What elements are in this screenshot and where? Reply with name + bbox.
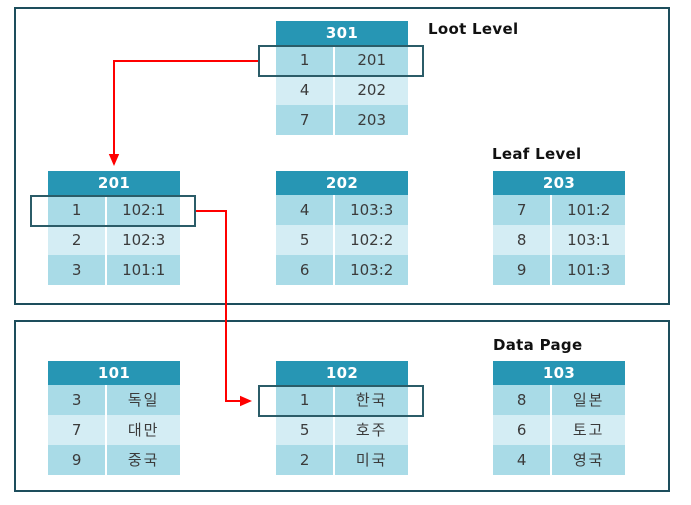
node-101-row-0[interactable]: 3 독일 — [48, 385, 180, 415]
node-103-row-0[interactable]: 8 일본 — [493, 385, 625, 415]
node-201-row-0-key: 1 — [48, 195, 108, 225]
node-201-header: 201 — [48, 171, 180, 195]
index-panel — [14, 7, 670, 305]
node-203-row-1[interactable]: 8 103:1 — [493, 225, 625, 255]
node-202-row-0[interactable]: 4 103:3 — [276, 195, 408, 225]
node-101-row-0-value: 독일 — [127, 391, 160, 409]
node-202-row-0-value: 103:3 — [350, 201, 394, 219]
node-201-row-0[interactable]: 1 102:1 — [48, 195, 180, 225]
node-101-header: 101 — [48, 361, 180, 385]
node-202-row-2-key: 6 — [276, 255, 336, 285]
node-301-row-0[interactable]: 1 201 — [276, 45, 408, 75]
node-203-row-1-key: 8 — [493, 225, 553, 255]
node-202-row-0-key: 4 — [276, 195, 336, 225]
node-201-row-2-value: 101:1 — [122, 261, 166, 279]
node-101-row-2-value: 중국 — [127, 451, 160, 469]
node-103-row-1-value: 토고 — [572, 421, 605, 439]
node-103-row-2-key: 4 — [493, 445, 553, 475]
node-202-row-2[interactable]: 6 103:2 — [276, 255, 408, 285]
node-101-row-2-key: 9 — [48, 445, 108, 475]
node-101-row-1-key: 7 — [48, 415, 108, 445]
node-202-row-1-value: 102:2 — [350, 231, 394, 249]
data-page-label: Data Page — [493, 336, 583, 354]
node-202-row-1-key: 5 — [276, 225, 336, 255]
node-203-row-0[interactable]: 7 101:2 — [493, 195, 625, 225]
node-103-row-0-value: 일본 — [572, 391, 605, 409]
node-201[interactable]: 201 1 102:1 2 102:3 3 101:1 — [48, 171, 180, 285]
node-203-header: 203 — [493, 171, 625, 195]
node-201-row-1-key: 2 — [48, 225, 108, 255]
node-301-row-2[interactable]: 7 203 — [276, 105, 408, 135]
node-301-header: 301 — [276, 21, 408, 45]
node-103-row-1-key: 6 — [493, 415, 553, 445]
node-101-row-1[interactable]: 7 대만 — [48, 415, 180, 445]
node-201-row-2-key: 3 — [48, 255, 108, 285]
node-102-header: 102 — [276, 361, 408, 385]
node-102-row-1[interactable]: 5 호주 — [276, 415, 408, 445]
node-301-row-0-key: 1 — [276, 45, 336, 75]
node-301-row-1[interactable]: 4 202 — [276, 75, 408, 105]
node-103-row-1[interactable]: 6 토고 — [493, 415, 625, 445]
node-203-row-2-key: 9 — [493, 255, 553, 285]
node-202-header: 202 — [276, 171, 408, 195]
node-203-row-0-key: 7 — [493, 195, 553, 225]
node-301-row-1-value: 202 — [357, 81, 386, 99]
node-203-row-2[interactable]: 9 101:3 — [493, 255, 625, 285]
node-201-row-2[interactable]: 3 101:1 — [48, 255, 180, 285]
node-103[interactable]: 103 8 일본 6 토고 4 영국 — [493, 361, 625, 475]
node-102-row-2-key: 2 — [276, 445, 336, 475]
node-203-row-0-value: 101:2 — [567, 201, 611, 219]
node-102-row-0[interactable]: 1 한국 — [276, 385, 408, 415]
node-301-row-1-key: 4 — [276, 75, 336, 105]
node-103-row-2[interactable]: 4 영국 — [493, 445, 625, 475]
node-301-row-2-key: 7 — [276, 105, 336, 135]
node-301[interactable]: 301 1 201 4 202 7 203 — [276, 21, 408, 135]
data-panel — [14, 320, 670, 492]
node-101-row-2[interactable]: 9 중국 — [48, 445, 180, 475]
node-103-row-2-value: 영국 — [572, 451, 605, 469]
node-201-row-1[interactable]: 2 102:3 — [48, 225, 180, 255]
node-201-row-0-value: 102:1 — [122, 201, 166, 219]
node-301-row-2-value: 203 — [357, 111, 386, 129]
node-101-row-1-value: 대만 — [127, 421, 160, 439]
node-103-header: 103 — [493, 361, 625, 385]
node-102-row-1-value: 호주 — [355, 421, 388, 439]
node-202[interactable]: 202 4 103:3 5 102:2 6 103:2 — [276, 171, 408, 285]
node-301-row-0-value: 201 — [357, 51, 386, 69]
node-102-row-0-value: 한국 — [355, 391, 388, 409]
node-203-row-2-value: 101:3 — [567, 261, 611, 279]
node-201-row-1-value: 102:3 — [122, 231, 166, 249]
node-102-row-2-value: 미국 — [355, 451, 388, 469]
node-103-row-0-key: 8 — [493, 385, 553, 415]
node-202-row-2-value: 103:2 — [350, 261, 394, 279]
node-203-row-1-value: 103:1 — [567, 231, 611, 249]
node-203[interactable]: 203 7 101:2 8 103:1 9 101:3 — [493, 171, 625, 285]
root-level-label: Loot Level — [428, 20, 519, 38]
node-101-row-0-key: 3 — [48, 385, 108, 415]
leaf-level-label: Leaf Level — [492, 145, 582, 163]
node-202-row-1[interactable]: 5 102:2 — [276, 225, 408, 255]
node-102[interactable]: 102 1 한국 5 호주 2 미국 — [276, 361, 408, 475]
node-102-row-0-key: 1 — [276, 385, 336, 415]
node-102-row-1-key: 5 — [276, 415, 336, 445]
node-102-row-2[interactable]: 2 미국 — [276, 445, 408, 475]
node-101[interactable]: 101 3 독일 7 대만 9 중국 — [48, 361, 180, 475]
